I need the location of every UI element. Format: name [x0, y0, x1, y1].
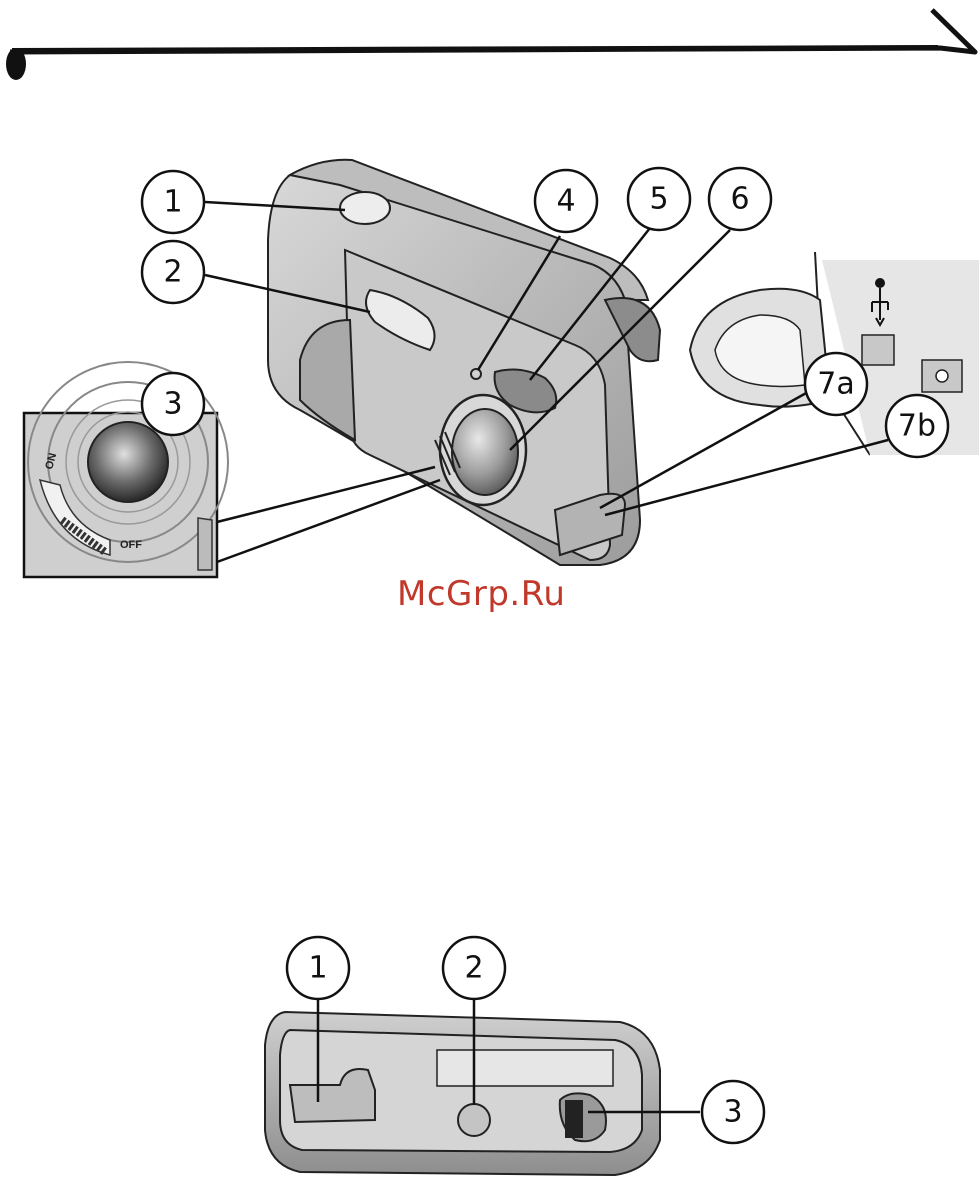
callout-1: 1: [142, 171, 204, 233]
callout-7b: 7b: [886, 395, 948, 457]
bottom-callout-1: 1: [287, 937, 349, 999]
switch-off-label: OFF: [120, 539, 142, 551]
watermark-text: McGrp.Ru: [397, 574, 597, 614]
callout-6: 6: [709, 168, 771, 230]
callout-5: 5: [628, 168, 690, 230]
callout-4-label: 4: [556, 184, 575, 219]
callout-5-label: 5: [649, 182, 668, 217]
callout-7b-label: 7b: [898, 409, 936, 444]
callout-2-label: 2: [163, 255, 182, 290]
camera-bottom-illustration: [265, 1012, 660, 1175]
callout-7a-label: 7a: [817, 367, 854, 402]
bottom-callout-2-label: 2: [464, 951, 483, 986]
camera-front-illustration: [268, 160, 660, 565]
callout-2: 2: [142, 241, 204, 303]
callout-6-label: 6: [730, 182, 749, 217]
header-bar: [6, 10, 975, 80]
bottom-callout-3: 3: [702, 1081, 764, 1143]
bottom-callout-2: 2: [443, 937, 505, 999]
callout-1-label: 1: [163, 185, 182, 220]
callout-7a: 7a: [805, 353, 867, 415]
callout-4: 4: [535, 170, 597, 232]
bottom-callout-1-label: 1: [308, 951, 327, 986]
callout-3-label: 3: [163, 387, 182, 422]
bottom-callout-3-label: 3: [723, 1095, 742, 1130]
callout-3: 3: [142, 373, 204, 435]
